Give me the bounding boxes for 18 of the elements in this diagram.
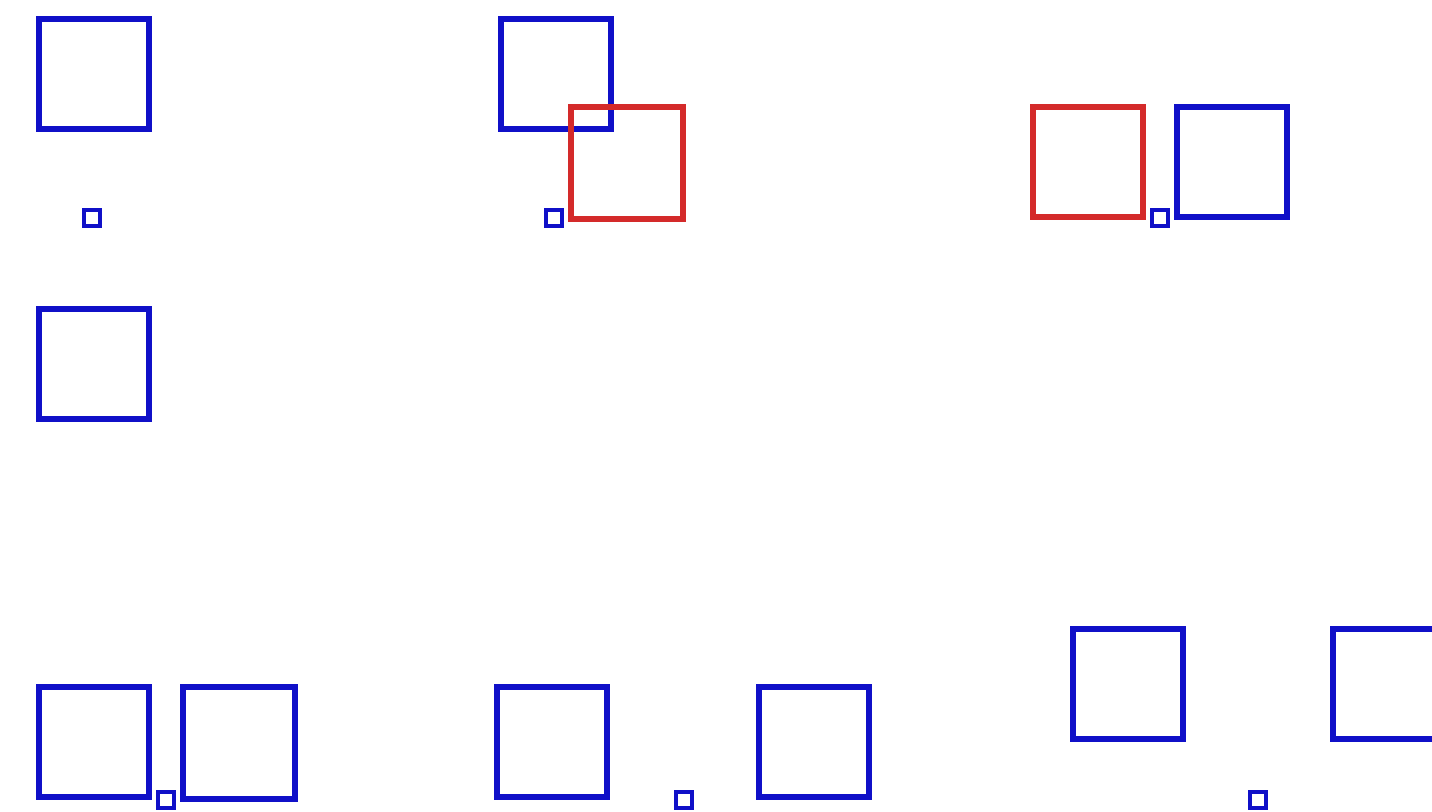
square xyxy=(498,16,614,132)
square xyxy=(568,104,686,222)
square xyxy=(756,684,872,800)
square xyxy=(1070,626,1186,742)
small-square xyxy=(156,790,176,810)
square xyxy=(494,684,610,800)
square xyxy=(1174,104,1290,220)
square xyxy=(36,684,152,800)
small-square xyxy=(82,208,102,228)
square xyxy=(36,16,152,132)
small-square xyxy=(544,208,564,228)
square xyxy=(1030,104,1146,220)
small-square xyxy=(674,790,694,810)
square xyxy=(36,306,152,422)
square xyxy=(180,684,298,802)
small-square xyxy=(1248,790,1268,810)
square xyxy=(1330,626,1432,742)
small-square xyxy=(1150,208,1170,228)
